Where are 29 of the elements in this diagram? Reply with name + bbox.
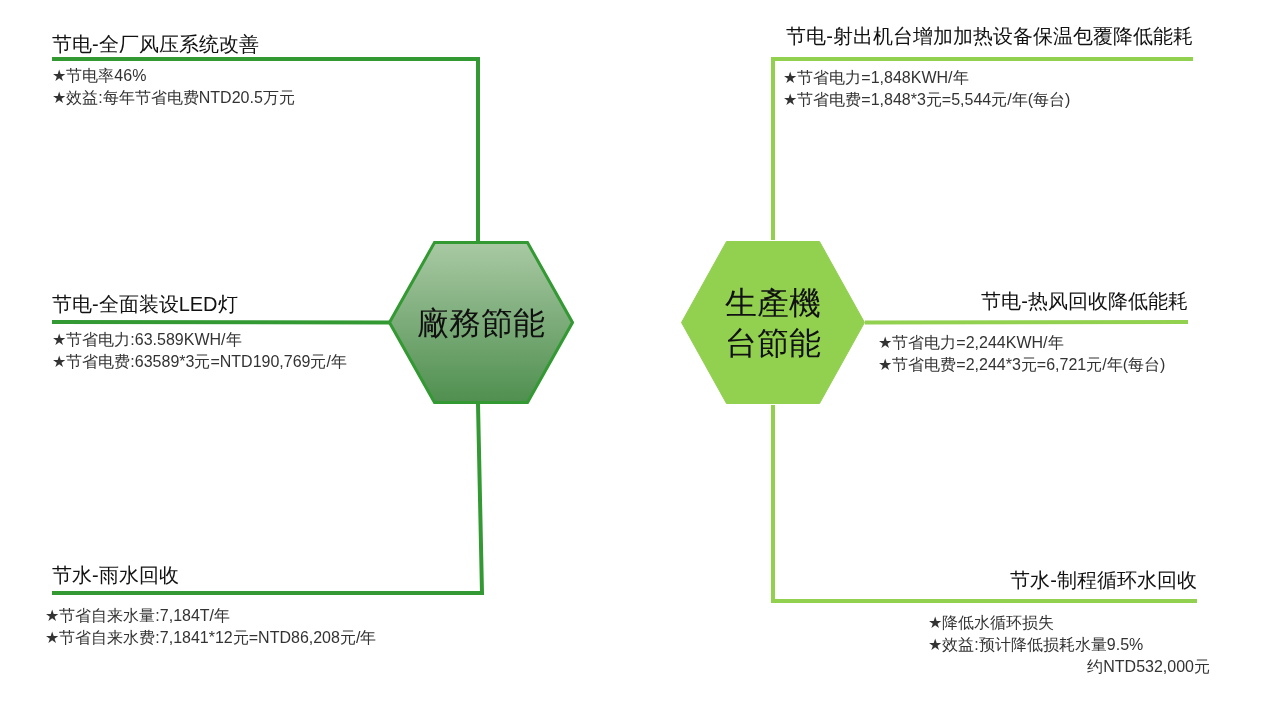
branch-heading: 节电-全厂风压系统改善 [52, 31, 259, 57]
hexagon-label: 生產機台節能 [724, 283, 822, 363]
benefit-note: ★效益:预计降低损耗水量9.5% [928, 635, 1144, 655]
connector-line [52, 57, 480, 241]
connector-line [771, 57, 1193, 240]
benefit-note: 约NTD532,000元 [1087, 657, 1210, 677]
hexagon [388, 241, 574, 404]
branch-heading: 节电-射出机台增加加热设备保温包覆降低能耗 [786, 23, 1193, 49]
benefit-note: ★节省自来水量:7,184T/年 [45, 606, 231, 626]
connector-line [52, 320, 389, 325]
hexagon-label: 廠務節能 [416, 303, 546, 343]
benefit-note: ★节省电费=1,848*3元=5,544元/年(每台) [783, 90, 1071, 110]
benefit-note: ★节省电力=2,244KWH/年 [878, 333, 1064, 353]
benefit-note: ★节省自来水费:7,1841*12元=NTD86,208元/年 [45, 628, 377, 648]
benefit-note: ★节省电费=2,244*3元=6,721元/年(每台) [878, 355, 1166, 375]
connector-line [771, 405, 1197, 603]
benefit-note: ★节省电费:63589*3元=NTD190,769元/年 [52, 352, 347, 372]
benefit-note: ★效益:每年节省电费NTD20.5万元 [52, 88, 295, 108]
benefit-note: ★节省电力:63.589KWH/年 [52, 330, 242, 350]
benefit-note: ★节电率46% [52, 66, 147, 86]
connector-line [865, 320, 1188, 325]
branch-heading: 节电-热风回收降低能耗 [981, 288, 1188, 314]
hexagon [680, 240, 866, 405]
benefit-note: ★节省电力=1,848KWH/年 [783, 68, 969, 88]
benefit-note: ★降低水循环损失 [928, 613, 1055, 633]
branch-heading: 节水-雨水回收 [52, 562, 179, 588]
connector-line [52, 403, 485, 595]
branch-heading: 节电-全面装设LED灯 [52, 291, 238, 317]
branch-heading: 节水-制程循环水回收 [1010, 567, 1197, 593]
